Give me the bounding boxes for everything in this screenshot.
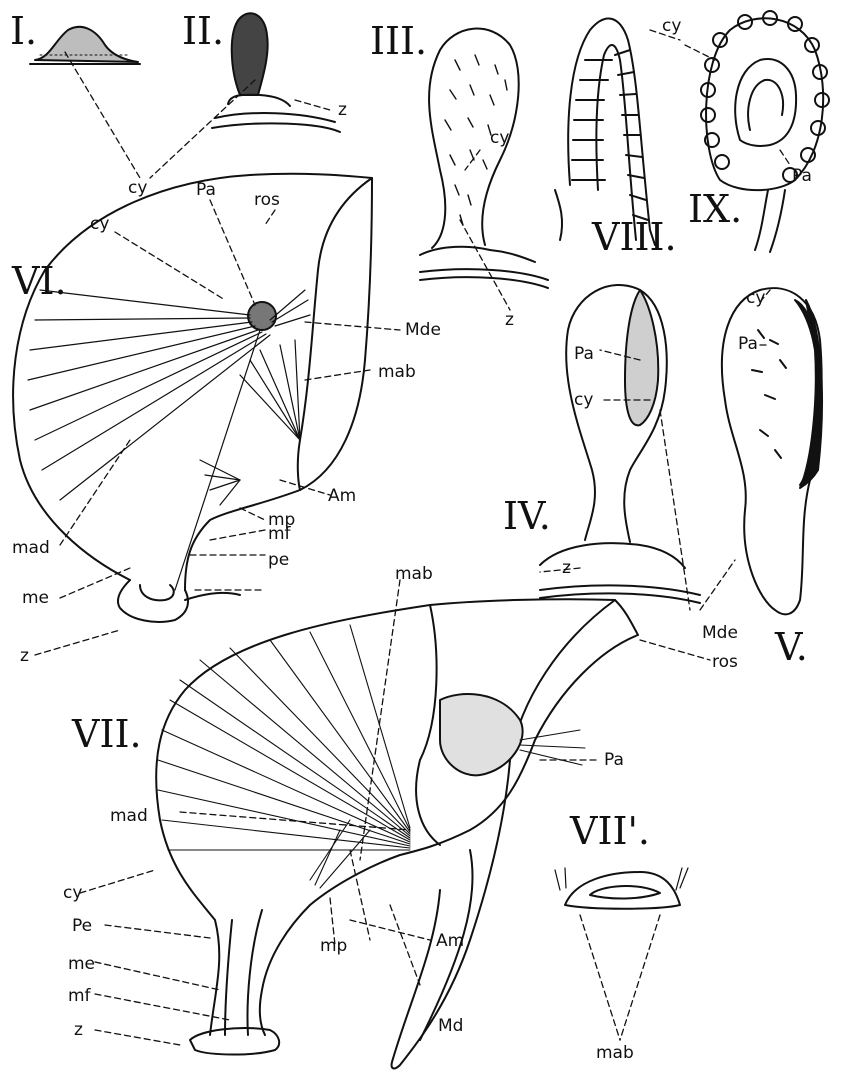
label-z: z <box>74 1022 83 1039</box>
label-mde: Mde <box>702 625 738 642</box>
label-z: z <box>505 312 514 329</box>
fig-vii-drawing <box>156 599 638 1068</box>
label-mad: mad <box>110 808 148 825</box>
label-pe: pe <box>268 552 289 569</box>
label-mde: Mde <box>405 322 441 339</box>
label-cy: cy <box>90 216 109 233</box>
fig-ii-drawing <box>212 13 340 132</box>
figure-number-iv: IV. <box>503 497 551 535</box>
label-pa: Pa <box>792 168 812 185</box>
figure-number-iii: III. <box>370 22 427 60</box>
figure-number-ix: IX. <box>688 190 742 228</box>
label-pa: Pa <box>196 182 216 199</box>
label-cy: cy <box>746 290 765 307</box>
fig-iii-drawing <box>420 29 548 288</box>
fig-iv-drawing <box>540 285 700 603</box>
figure-number-vii: VII. <box>72 715 142 753</box>
label-cy: cy <box>490 130 509 147</box>
figure-number-vi: VI. <box>12 262 67 300</box>
label-ros: ros <box>254 192 280 209</box>
label-cy: cy <box>128 180 147 197</box>
label-mab: mab <box>395 566 433 583</box>
label-am: Am <box>328 488 356 505</box>
figure-number-v: V. <box>775 628 808 666</box>
label-mf: mf <box>68 988 91 1005</box>
label-z: z <box>562 560 571 577</box>
label-mf: mf <box>268 526 291 543</box>
label-mad: mad <box>12 540 50 557</box>
label-mab: mab <box>378 364 416 381</box>
fig-v-drawing <box>722 288 822 614</box>
label-am: Am <box>436 933 464 950</box>
figure-number-vii-prime: VII'. <box>570 812 650 850</box>
label-ros: ros <box>712 654 738 671</box>
label-mab: mab <box>596 1045 634 1062</box>
label-mp: mp <box>320 938 347 955</box>
label-cy: cy <box>662 18 681 35</box>
label-pa: Pa <box>738 336 758 353</box>
label-me: me <box>68 956 95 973</box>
fig-i-drawing <box>30 27 140 64</box>
figure-number-i: I. <box>10 12 37 50</box>
label-md: Md <box>438 1018 463 1035</box>
label-pa: Pa <box>574 346 594 363</box>
figure-number-viii: VIII. <box>592 218 677 256</box>
label-pa: Pa <box>604 752 624 769</box>
label-pe: Pe <box>72 918 92 935</box>
fig-viii-drawing <box>555 19 655 245</box>
label-cy: cy <box>63 885 82 902</box>
label-me: me <box>22 590 49 607</box>
label-z: z <box>20 648 29 665</box>
label-z: z <box>338 102 347 119</box>
fig-vii-prime-drawing <box>555 868 688 909</box>
label-cy: cy <box>574 392 593 409</box>
figure-number-ii: II. <box>182 12 224 50</box>
